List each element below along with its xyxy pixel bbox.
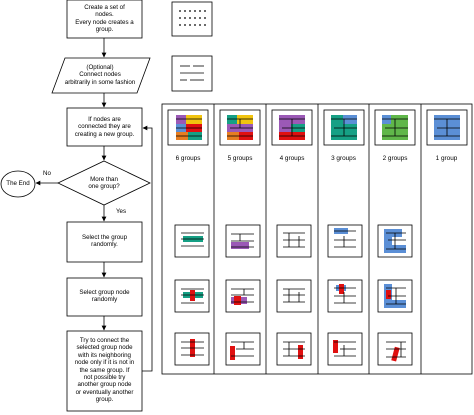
connect-nodes-line-1: (Optional) [86, 64, 114, 71]
end-label: The End [6, 180, 30, 187]
node-grid-example [171, 1, 213, 37]
step-select-node-6 [174, 279, 210, 313]
node-dot [189, 17, 191, 19]
connect-nodes-line-3: arbitrarily in some fashion [64, 78, 136, 86]
step-select-group-3 [327, 224, 363, 258]
node-dot [204, 24, 206, 26]
decision-label: More than one group? [67, 176, 141, 191]
example-table [161, 103, 473, 375]
connect-neighbor-line-2: selected group node [76, 344, 133, 352]
connect-nodes-label: (Optional) Connect nodes arbitrarily in … [55, 64, 145, 86]
create-nodes-line-4: group. [95, 26, 114, 34]
grid-2-groups [374, 109, 416, 146]
select-node-box [66, 277, 143, 317]
grid-1-group [426, 109, 468, 146]
node-dot [189, 24, 191, 26]
step-select-node-4 [276, 279, 312, 313]
group-label-5: 5 groups [227, 155, 253, 162]
step-select-group-4 [276, 224, 312, 258]
node-dot [179, 10, 181, 12]
connect-neighbor-line-9: group. [95, 396, 114, 404]
node-dot [184, 24, 186, 26]
decision-line-1: More than [90, 176, 118, 183]
node-dot [194, 17, 196, 19]
select-group-line-1: Select the group [81, 234, 128, 241]
select-group-line-2: randomly. [91, 241, 118, 249]
group-label-6: 6 groups [175, 155, 201, 162]
node-dot [189, 10, 191, 12]
decision-line-2: one group? [88, 183, 120, 191]
select-node-line-2: randomly [91, 296, 118, 304]
node-dot [199, 24, 201, 26]
step-select-group-6 [174, 224, 210, 258]
node-dot [179, 17, 181, 19]
connect-neighbor-line-8: or eventually another [75, 388, 134, 396]
connect-neighbor-line-5: the same group. If [79, 366, 130, 374]
group-label-3: 3 groups [331, 155, 356, 162]
check-groups-label: If nodes are connected they are creating… [67, 116, 142, 138]
node-dot [204, 17, 206, 19]
step-select-group-2 [377, 224, 413, 258]
step-connect-3 [327, 332, 363, 366]
arrow-loop-back [142, 125, 153, 372]
check-groups-line-1: If nodes are [88, 116, 121, 123]
connect-neighbor-label: Try to connect the selected group node w… [67, 337, 142, 404]
node-dot [199, 10, 201, 12]
create-nodes-line-1: Create a set of [84, 4, 125, 11]
connect-neighbor-line-7: another group node [77, 381, 132, 389]
node-dot [204, 10, 206, 12]
create-nodes-line-3: Every node creates a [75, 18, 134, 26]
check-groups-box [66, 107, 143, 147]
step-select-node-3 [327, 279, 363, 313]
step-connect-6 [174, 332, 210, 366]
check-groups-line-3: creating a new group. [74, 130, 135, 138]
grid-4-groups [271, 109, 313, 146]
node-dot [184, 17, 186, 19]
select-node-line-1: Select group node [79, 289, 130, 296]
grid-6-groups [167, 109, 209, 146]
the-end-terminal [0, 170, 36, 198]
group-label-1: 1 group [435, 155, 458, 162]
check-groups-line-2: connected they are [78, 123, 131, 131]
step-connect-2 [377, 332, 413, 366]
edge-label-no: No [43, 170, 51, 177]
group-label-2: 2 groups [382, 155, 408, 162]
node-dot [179, 24, 181, 26]
step-select-node-2 [377, 279, 413, 313]
group-label-4: 4 groups [279, 155, 305, 162]
edges-example [171, 55, 213, 92]
connect-neighbor-line-6: not possible try [83, 374, 126, 382]
grid-5-groups [219, 109, 261, 146]
node-dot [199, 17, 201, 19]
create-nodes-label: Create a set of nodes. Every node create… [67, 4, 142, 34]
step-connect-4 [276, 332, 312, 366]
connect-neighbor-line-1: Try to connect the [79, 337, 130, 344]
create-nodes-line-2: nodes. [95, 11, 114, 19]
node-dot [194, 24, 196, 26]
step-connect-5 [225, 332, 261, 366]
node-dot [194, 10, 196, 12]
example-table-dividers [213, 104, 422, 374]
node-dots [179, 10, 206, 26]
connect-neighbor-line-4: node only if it is not in [74, 359, 135, 367]
step-select-group-5 [225, 224, 261, 258]
step-select-node-5 [225, 279, 261, 313]
create-nodes-box [66, 0, 143, 39]
grid-3-groups [323, 109, 365, 146]
connect-neighbor-line-3: with its neighboring [78, 351, 131, 359]
select-group-label: Select the group randomly. [67, 234, 142, 249]
edges-example-lines [180, 65, 204, 81]
select-group-box [66, 221, 143, 263]
select-node-label: Select group node randomly [67, 289, 142, 304]
connect-nodes-line-2: Connect nodes [79, 71, 121, 79]
connect-nodes-parallelogram [51, 57, 151, 94]
edge-label-yes: Yes [115, 208, 127, 215]
node-dot [184, 10, 186, 12]
